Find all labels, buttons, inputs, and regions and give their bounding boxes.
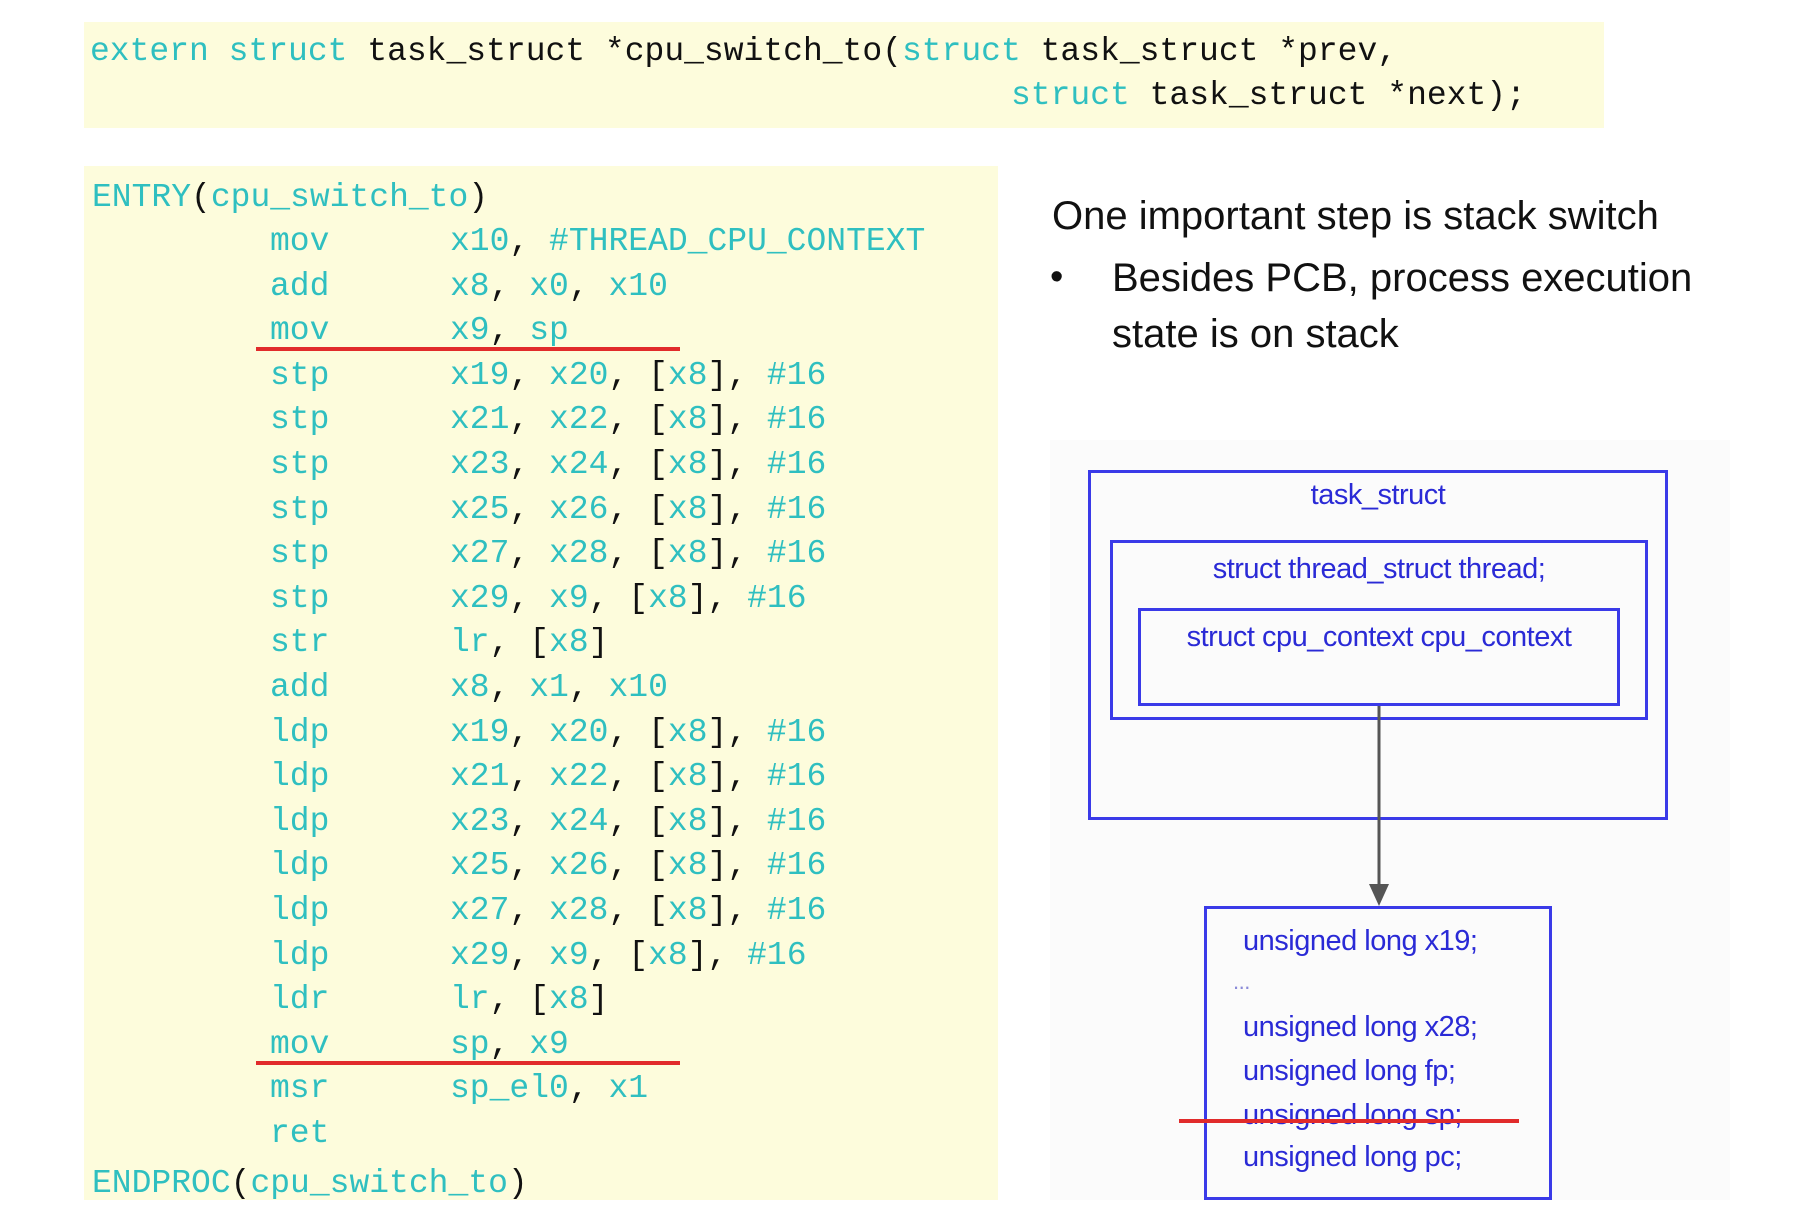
- entry-keyword: ENTRY: [92, 179, 192, 216]
- instruction-operands: sp_el0, x1: [450, 1070, 649, 1108]
- keyword-struct: struct: [1011, 77, 1130, 114]
- strike-line: [256, 1060, 680, 1065]
- keyword-struct: struct: [228, 33, 348, 70]
- paren-open: (: [191, 179, 211, 216]
- instruction-operands: x25, x26, [x8], #16: [450, 847, 827, 885]
- instruction-opcode: msr: [270, 1070, 330, 1108]
- instruction-opcode: ldp: [270, 892, 330, 929]
- instruction-opcode: ldr: [270, 981, 330, 1019]
- instruction-operands: x8, x1, x10: [450, 669, 668, 706]
- instruction-opcode: ret: [270, 1115, 330, 1152]
- keyword-struct: struct: [901, 33, 1021, 70]
- field-item: unsigned long fp;: [1243, 1055, 1456, 1087]
- pointer-arrow: [1369, 706, 1389, 906]
- instruction-operands: x19, x20, [x8], #16: [450, 356, 827, 394]
- instruction-operands: x9, sp: [450, 312, 569, 350]
- instruction-opcode: stp: [270, 356, 330, 394]
- instruction-opcode: add: [270, 267, 330, 305]
- task-struct-label: task_struct: [1310, 479, 1446, 511]
- instruction-operands: x8, x0, x10: [450, 267, 668, 305]
- declaration-param-prev: task_struct *prev,: [1020, 33, 1398, 70]
- declaration-panel: [84, 22, 1604, 128]
- paren-close: ): [507, 1165, 528, 1202]
- function-name: cpu_switch_to: [250, 1165, 508, 1202]
- instruction-opcode: add: [270, 669, 330, 706]
- instruction-operands: x19, x20, [x8], #16: [450, 713, 827, 751]
- instruction-operands: x23, x24, [x8], #16: [450, 446, 827, 483]
- instruction-opcode: ldp: [270, 936, 330, 974]
- instruction-operands: x25, x26, [x8], #16: [450, 490, 827, 528]
- instruction-operands: x29, x9, [x8], #16: [450, 579, 807, 617]
- declaration-text: task_struct *cpu_switch_to(: [347, 33, 902, 70]
- instruction-operands: x10, #THREAD_CPU_CONTEXT: [450, 223, 926, 260]
- field-ellipsis: ...: [1233, 969, 1250, 994]
- cpu-context-label: struct cpu_context cpu_context: [1186, 621, 1572, 653]
- instruction-opcode: ldp: [270, 802, 330, 840]
- field-item: unsigned long pc;: [1243, 1141, 1462, 1173]
- instruction-opcode: ldp: [270, 758, 330, 796]
- declaration-line-1: extern struct task_struct *cpu_switch_to…: [90, 30, 1397, 74]
- strike-line: [1179, 1119, 1519, 1123]
- field-item: unsigned long x28;: [1243, 1011, 1478, 1043]
- instruction-opcode: stp: [270, 401, 330, 439]
- instruction-opcode: str: [270, 624, 330, 662]
- instruction-operands: lr, [x8]: [450, 624, 609, 662]
- instruction-operands: lr, [x8]: [450, 981, 609, 1019]
- keyword-extern: extern: [90, 33, 209, 70]
- instruction-operands: sp, x9: [450, 1025, 569, 1063]
- instruction-opcode: mov: [270, 312, 330, 350]
- strike-line: [256, 347, 680, 352]
- instruction-operands: x21, x22, [x8], #16: [450, 758, 827, 796]
- declaration-line-2: struct task_struct *next);: [1011, 74, 1526, 118]
- bullet-text-line-2: state is on stack: [1112, 312, 1399, 356]
- cpu-context-box: struct cpu_context cpu_context: [1138, 608, 1620, 706]
- paren-open: (: [230, 1165, 251, 1202]
- declaration-param-next: task_struct *next);: [1129, 77, 1526, 114]
- headline-text: One important step is stack switch: [1052, 194, 1659, 238]
- endproc-line: ENDPROC(cpu_switch_to): [92, 1162, 528, 1206]
- field-item: unsigned long x19;: [1243, 925, 1478, 957]
- instruction-opcode: mov: [270, 223, 330, 260]
- paren-close: ): [468, 179, 489, 216]
- cpu-context-fields-box: unsigned long x19;... unsigned long x28; u…: [1179, 906, 1552, 1200]
- instruction-opcode: mov: [270, 1025, 330, 1063]
- instruction-opcode: stp: [270, 490, 330, 528]
- instruction-operands: x23, x24, [x8], #16: [450, 802, 827, 840]
- instruction-opcode: ldp: [270, 713, 330, 751]
- bullet-text-line-1: Besides PCB, process execution: [1112, 256, 1693, 300]
- assembly-code-panel: [84, 166, 998, 1200]
- struct-diagram: task_struct struct thread_struct thread;…: [1050, 440, 1730, 1200]
- instruction-opcode: stp: [270, 535, 330, 573]
- endproc-keyword: ENDPROC: [92, 1165, 231, 1202]
- entry-line: ENTRY(cpu_switch_to): [92, 176, 488, 220]
- instruction-operands: x27, x28, [x8], #16: [450, 535, 827, 573]
- instruction-operands: x21, x22, [x8], #16: [450, 401, 827, 439]
- instruction-operands: x29, x9, [x8], #16: [450, 936, 807, 974]
- instruction-opcode: stp: [270, 579, 330, 617]
- instruction-opcode: ldp: [270, 847, 330, 885]
- bullet-icon: •: [1050, 256, 1064, 298]
- instruction-operands: x27, x28, [x8], #16: [450, 892, 827, 929]
- function-name: cpu_switch_to: [210, 179, 469, 216]
- instruction-opcode: stp: [270, 446, 330, 483]
- field-item: unsigned long sp;: [1243, 1099, 1462, 1131]
- thread-struct-label: struct thread_struct thread;: [1212, 553, 1546, 585]
